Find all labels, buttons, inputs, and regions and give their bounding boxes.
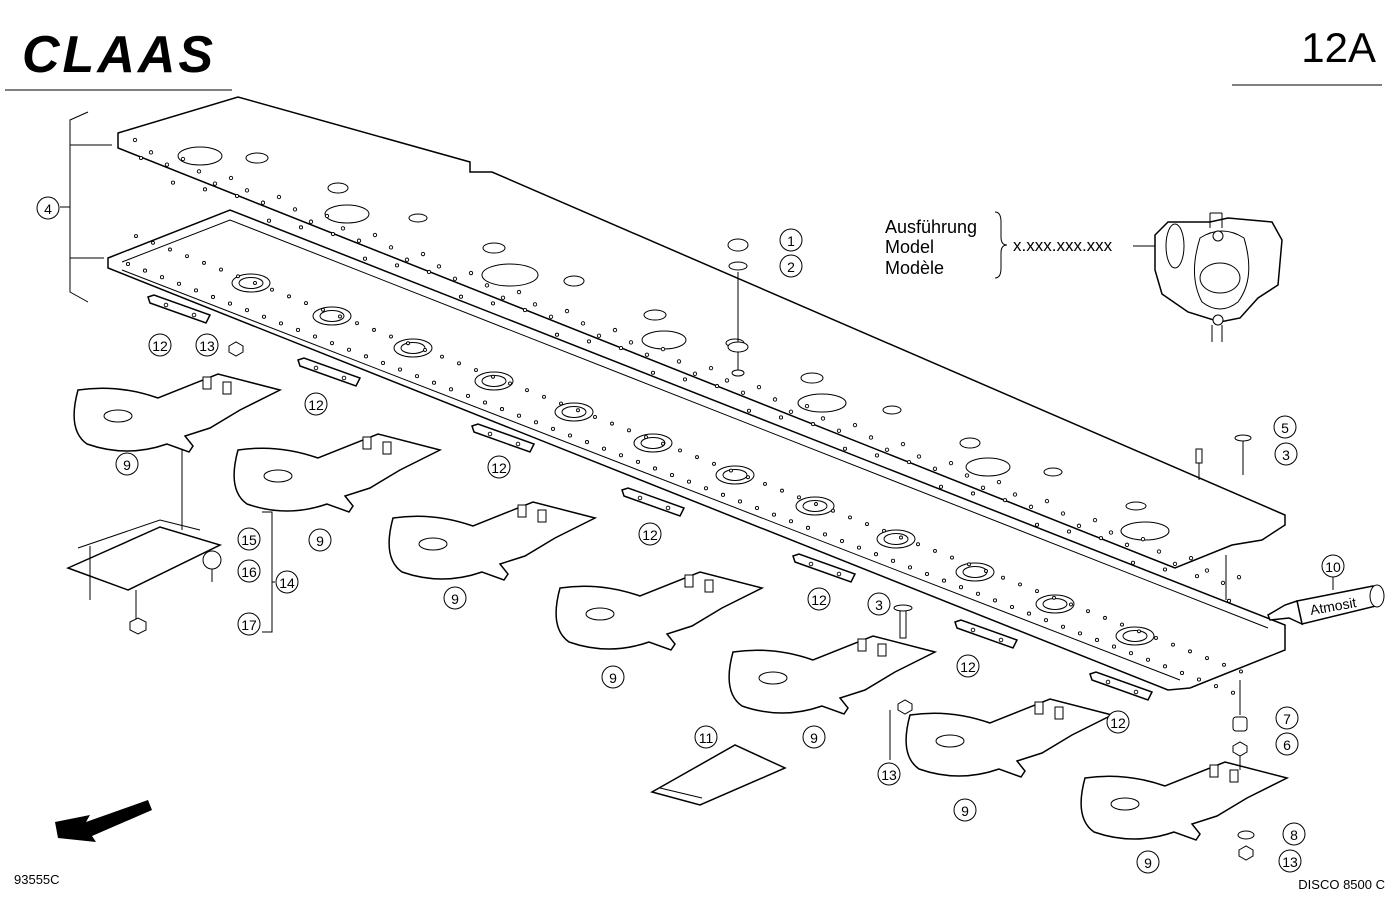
callout-7: 7 [1275, 706, 1299, 730]
svg-text:14: 14 [279, 575, 295, 591]
svg-text:12: 12 [152, 338, 168, 354]
svg-text:6: 6 [1283, 737, 1291, 753]
svg-text:13: 13 [1282, 854, 1298, 870]
callout-5: 5 [1273, 415, 1297, 439]
callout-3: 3 [867, 592, 891, 616]
callout-13: 13 [195, 333, 219, 357]
callout-15: 15 [237, 527, 261, 551]
svg-text:13: 13 [199, 338, 215, 354]
callout-11: 11 [694, 725, 718, 749]
callout-9: 9 [443, 586, 467, 610]
callout-13: 13 [1278, 849, 1302, 873]
svg-text:11: 11 [699, 730, 714, 746]
callout-12: 12 [956, 654, 980, 678]
svg-text:13: 13 [881, 767, 897, 783]
svg-text:17: 17 [241, 617, 257, 633]
svg-text:3: 3 [1282, 447, 1290, 463]
svg-text:8: 8 [1290, 827, 1298, 843]
cutterbar-frame [107, 209, 1286, 695]
drawing-number: 93555C [14, 872, 60, 887]
svg-text:15: 15 [241, 532, 257, 548]
claas-logo: CLAAS [22, 26, 216, 84]
callout-6: 6 [1275, 732, 1299, 756]
callout-12: 12 [807, 587, 831, 611]
direction-arrow-icon [55, 800, 152, 842]
svg-text:12: 12 [811, 592, 827, 608]
callout-3: 3 [1274, 442, 1298, 466]
callout-17: 17 [237, 612, 261, 636]
svg-text:12: 12 [491, 460, 507, 476]
callout-12: 12 [638, 522, 662, 546]
callout-9: 9 [308, 528, 332, 552]
svg-text:9: 9 [810, 730, 818, 746]
svg-text:12: 12 [308, 397, 324, 413]
callout-10: 10 [1321, 554, 1345, 578]
callout-12: 12 [1106, 710, 1130, 734]
svg-text:9: 9 [1144, 855, 1152, 871]
callout-12: 12 [487, 455, 511, 479]
svg-text:3: 3 [875, 597, 883, 613]
callout-2: 2 [779, 254, 803, 278]
svg-text:2: 2 [787, 259, 795, 275]
svg-text:12: 12 [642, 527, 658, 543]
right-hardware [228, 341, 1255, 861]
svg-text:9: 9 [123, 457, 131, 473]
svg-text:16: 16 [241, 564, 257, 580]
plug-and-washer [727, 238, 749, 377]
callout-1: 1 [779, 228, 803, 252]
variant-line-fr: Modèle [885, 258, 944, 278]
svg-text:12: 12 [960, 659, 976, 675]
svg-text:10: 10 [1325, 559, 1341, 575]
holder-assembly [66, 450, 275, 635]
part-4-bracket [60, 111, 112, 303]
page-reference: 12A [1301, 24, 1376, 71]
callout-12: 12 [148, 333, 172, 357]
svg-text:7: 7 [1283, 711, 1291, 727]
knife-blade [650, 744, 787, 806]
callout-16: 16 [237, 559, 261, 583]
callout-14: 14 [275, 570, 299, 594]
nameplate-sketch [1154, 212, 1283, 342]
svg-text:9: 9 [961, 803, 969, 819]
svg-text:12: 12 [1110, 715, 1126, 731]
callout-9: 9 [115, 452, 139, 476]
callout-4: 4 [36, 196, 60, 220]
svg-text:9: 9 [316, 533, 324, 549]
svg-text:9: 9 [609, 670, 617, 686]
svg-text:9: 9 [451, 591, 459, 607]
callout-9: 9 [953, 798, 977, 822]
brand-logo-text: CLAAS [22, 26, 216, 84]
variant-note: Ausführung Model Modèle x.xxx.xxx.xxx [885, 211, 1160, 279]
variant-code: x.xxx.xxx.xxx [1013, 236, 1113, 255]
svg-text:1: 1 [787, 233, 795, 249]
svg-text:4: 4 [44, 201, 52, 217]
sealant-tube: Atmosit [1267, 570, 1385, 626]
cutterbar-top-plate [117, 96, 1286, 603]
callout-9: 9 [601, 665, 625, 689]
svg-text:5: 5 [1281, 420, 1289, 436]
callout-9: 9 [802, 725, 826, 749]
callout-13: 13 [877, 762, 901, 786]
callout-8: 8 [1282, 822, 1306, 846]
variant-line-en: Model [885, 237, 934, 257]
variant-line-de: Ausführung [885, 217, 977, 237]
callout-9: 9 [1136, 850, 1160, 874]
callout-12: 12 [304, 392, 328, 416]
model-name: DISCO 8500 C [1298, 877, 1385, 892]
